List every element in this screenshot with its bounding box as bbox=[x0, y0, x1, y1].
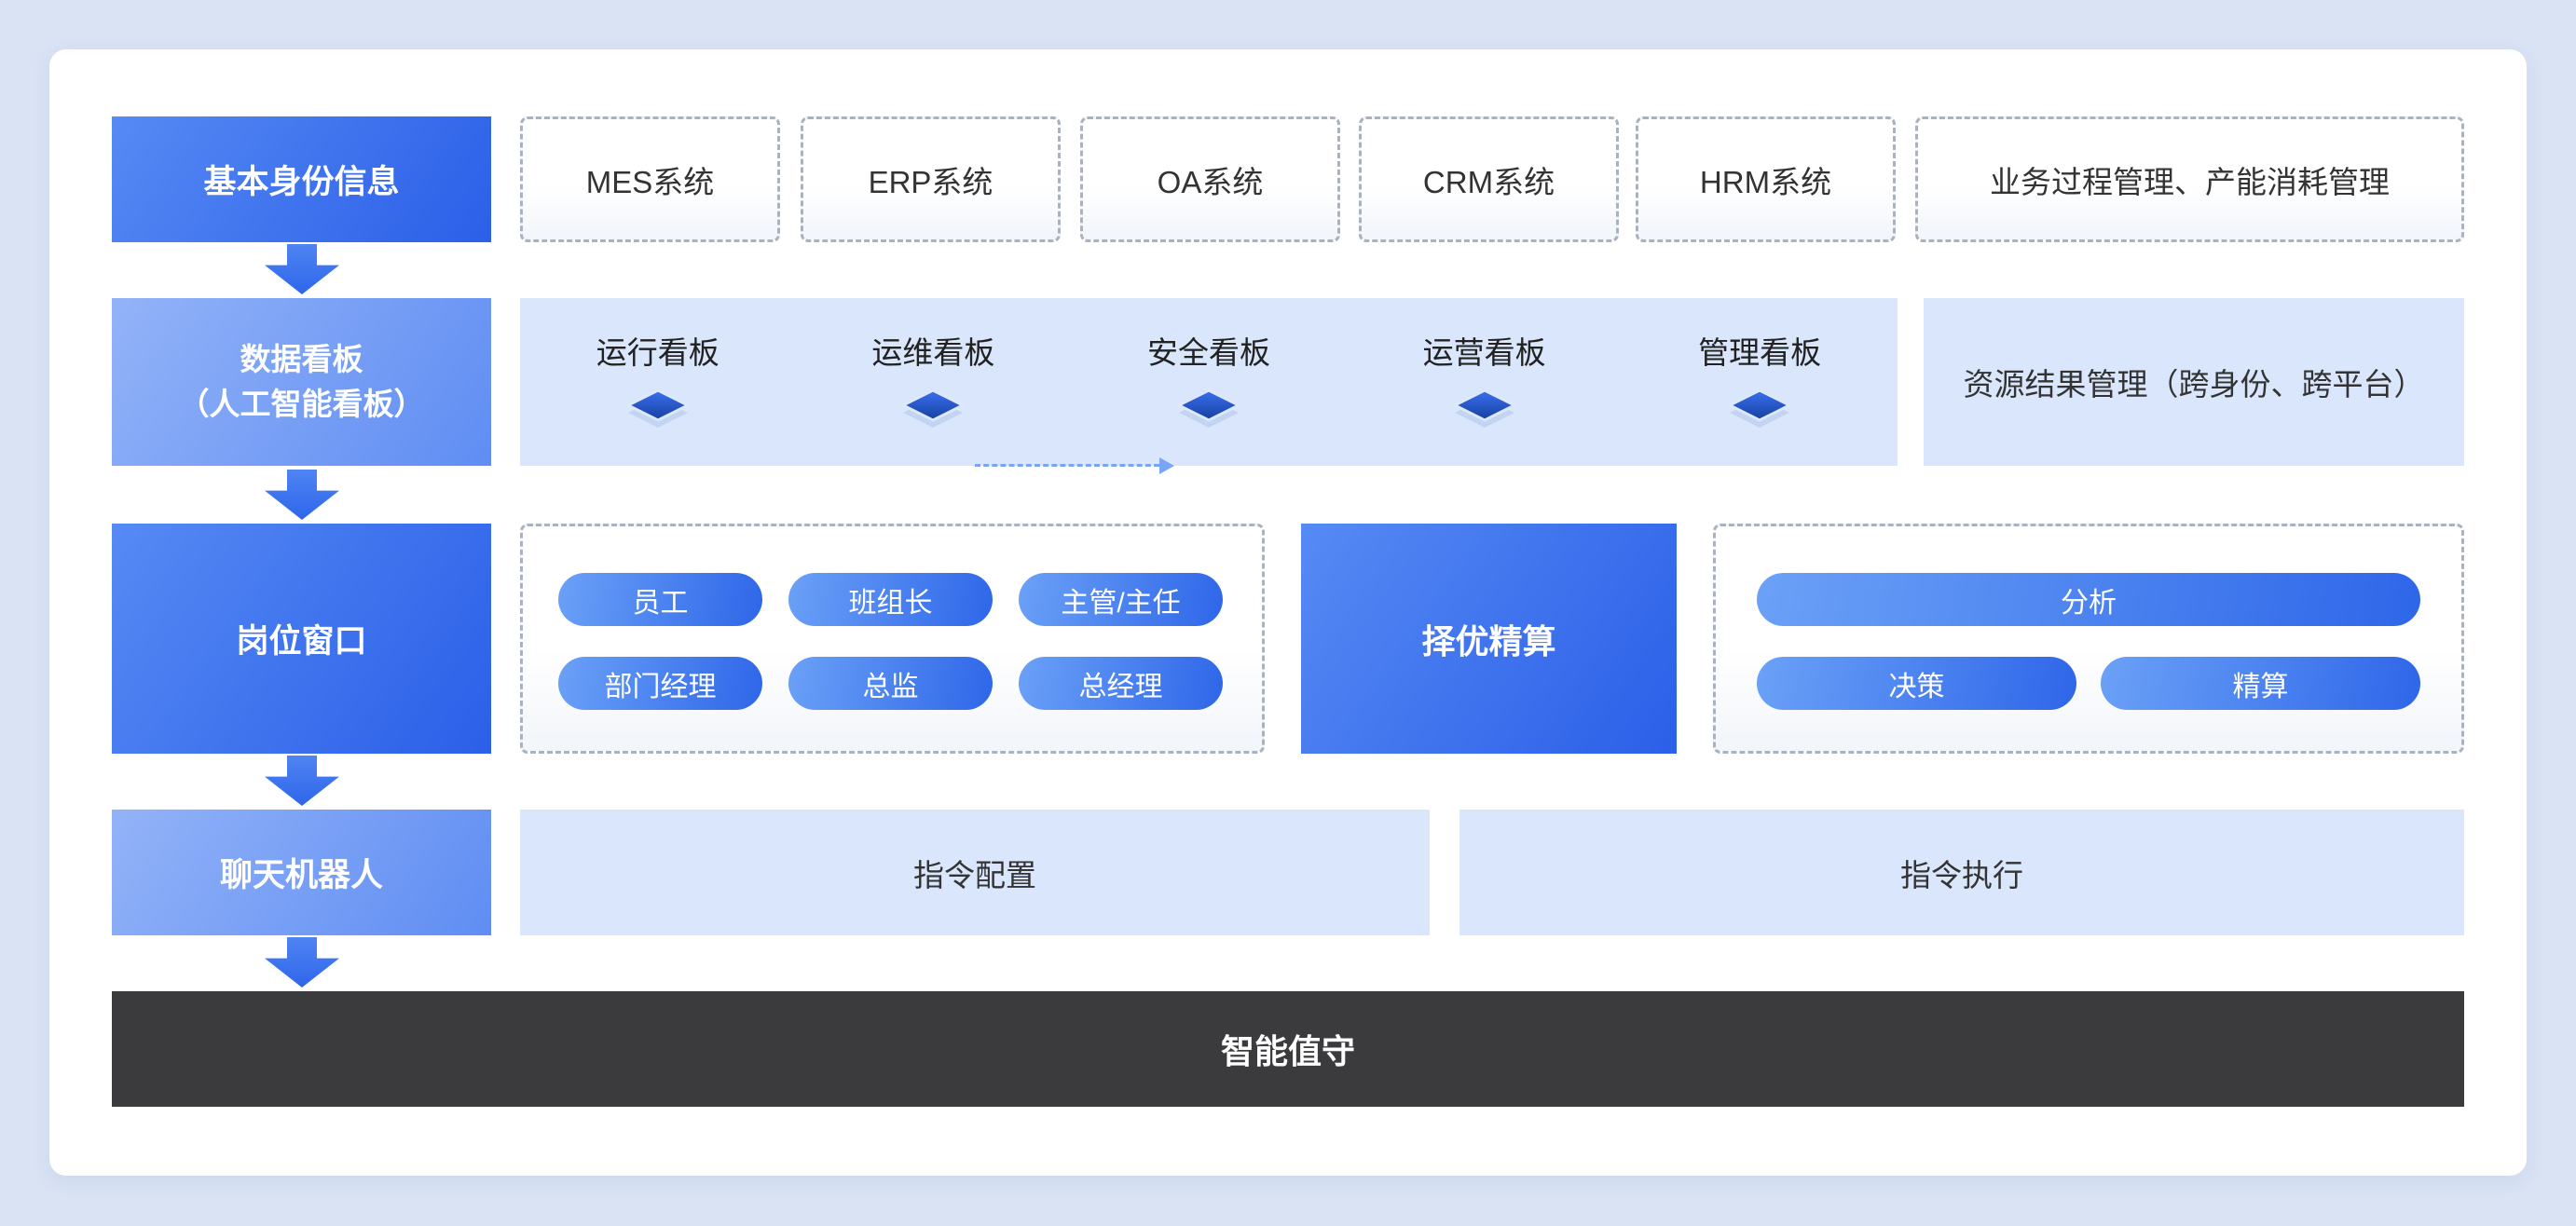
optimization-box: 择优精算 bbox=[1301, 524, 1677, 754]
system-box-oa: OA系统 bbox=[1080, 116, 1340, 242]
role-pill: 主管/主任 bbox=[1019, 573, 1223, 626]
diamond-icon bbox=[1451, 388, 1517, 428]
dashboard-item-label: 运行看板 bbox=[596, 335, 719, 370]
system-box-business-process: 业务过程管理、产能消耗管理 bbox=[1915, 116, 2464, 242]
dashboard-item-label: 运维看板 bbox=[871, 335, 995, 370]
command-execute-box: 指令执行 bbox=[1459, 810, 2464, 935]
dashboard-item-label: 运营看板 bbox=[1422, 335, 1546, 370]
diamond-icon bbox=[1726, 388, 1793, 428]
diamond-icon bbox=[624, 388, 692, 428]
dashboard-item-label: 管理看板 bbox=[1698, 335, 1822, 370]
analysis-pill: 分析 bbox=[1757, 573, 2420, 626]
system-box-hrm: HRM系统 bbox=[1636, 116, 1896, 242]
intelligent-duty-bar: 智能值守 bbox=[112, 991, 2464, 1107]
role-pill: 部门经理 bbox=[558, 657, 762, 710]
analysis-group-box: 分析 决策 精算 bbox=[1713, 524, 2464, 754]
data-dashboard-label-line1: 数据看板 bbox=[240, 342, 363, 377]
identity-info-box: 基本身份信息 bbox=[112, 116, 491, 242]
dashboard-item: 运维看板 bbox=[871, 328, 994, 436]
dashboard-item-label: 安全看板 bbox=[1146, 335, 1270, 370]
dashed-flow-arrow-icon bbox=[975, 456, 1174, 476]
position-window-box: 岗位窗口 bbox=[112, 524, 491, 754]
dashboard-item: 管理看板 bbox=[1698, 328, 1821, 436]
roles-group-box: 员工 班组长 主管/主任 部门经理 总监 总经理 bbox=[520, 524, 1265, 754]
chatbot-box: 聊天机器人 bbox=[112, 810, 491, 935]
diamond-icon bbox=[900, 388, 966, 428]
role-pill: 员工 bbox=[558, 573, 762, 626]
role-pill: 总监 bbox=[788, 657, 993, 710]
system-box-mes: MES系统 bbox=[520, 116, 780, 242]
dashboard-item: 安全看板 bbox=[1147, 328, 1270, 436]
data-dashboard-box: 数据看板 （人工智能看板） bbox=[112, 298, 491, 466]
role-pill: 班组长 bbox=[788, 573, 993, 626]
diamond-icon bbox=[1175, 388, 1242, 428]
data-dashboard-label-line2: （人工智能看板） bbox=[178, 387, 425, 421]
analysis-bottom-row: 决策 精算 bbox=[1757, 657, 2420, 710]
role-pill: 总经理 bbox=[1019, 657, 1223, 710]
command-config-box: 指令配置 bbox=[520, 810, 1430, 935]
roles-grid: 员工 班组长 主管/主任 部门经理 总监 总经理 bbox=[523, 526, 1262, 710]
system-box-erp: ERP系统 bbox=[801, 116, 1061, 242]
dashboard-item: 运营看板 bbox=[1423, 328, 1546, 436]
dashboards-panel: 运行看板 运维看板 安全看板 运营看板 bbox=[520, 298, 1898, 466]
actuary-pill: 精算 bbox=[2101, 657, 2420, 710]
decision-pill: 决策 bbox=[1757, 657, 2076, 710]
resource-result-box: 资源结果管理（跨身份、跨平台） bbox=[1924, 298, 2464, 466]
system-box-crm: CRM系统 bbox=[1359, 116, 1619, 242]
dashboard-item: 运行看板 bbox=[596, 328, 719, 436]
analysis-stack: 分析 决策 精算 bbox=[1716, 526, 2461, 710]
